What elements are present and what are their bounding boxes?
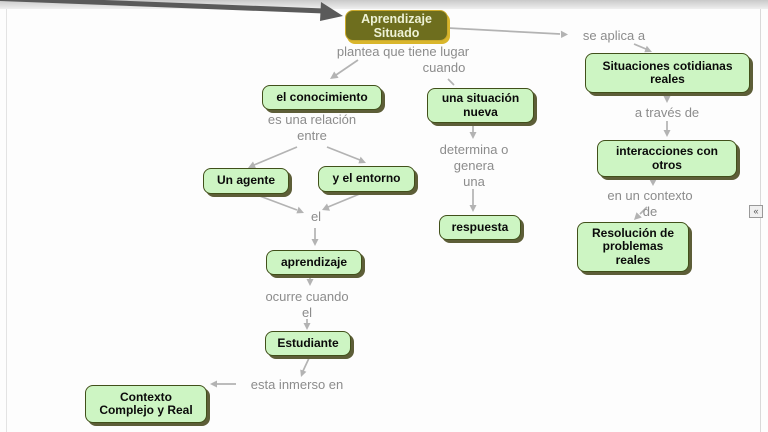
top-letterbox-bar	[0, 0, 768, 9]
node-interacciones-con-otros[interactable]: interacciones con otros	[597, 140, 737, 177]
link-label-a-traves: a través de	[634, 105, 700, 120]
node-y-el-entorno[interactable]: y el entorno	[318, 166, 415, 192]
node-el-conocimiento[interactable]: el conocimiento	[262, 85, 382, 110]
node-una-situacion-nueva[interactable]: una situación nueva	[427, 88, 534, 123]
link-label-plantea: plantea que tiene lugar	[336, 44, 470, 59]
link-label-es-una-relacion: es una relación entre	[267, 112, 357, 143]
node-respuesta[interactable]: respuesta	[439, 215, 521, 240]
link-label-se-aplica: se aplica a	[582, 28, 646, 43]
link-label-ocurre-cuando: ocurre cuando el	[265, 289, 349, 320]
node-contexto-complejo[interactable]: Contexto Complejo y Real	[85, 385, 207, 423]
link-label-en-un-contexto: en un contexto de	[607, 188, 693, 219]
link-label-el: el	[310, 209, 322, 224]
node-aprendizaje[interactable]: aprendizaje	[266, 250, 362, 275]
node-resolucion-problemas[interactable]: Resolución de problemas reales	[577, 222, 689, 272]
node-estudiante[interactable]: Estudiante	[265, 331, 351, 356]
page-left-edge	[6, 9, 7, 432]
link-label-esta-inmerso: esta inmerso en	[250, 377, 344, 392]
rewind-icon[interactable]: «	[749, 205, 763, 218]
link-label-determina: determina o genera una	[439, 142, 509, 189]
page-right-edge	[760, 9, 761, 432]
node-situaciones-cotidianas[interactable]: Situaciones cotidianas reales	[585, 53, 750, 93]
node-aprendizaje-situado[interactable]: Aprendizaje Situado	[345, 10, 448, 41]
link-label-cuando: cuando	[422, 60, 466, 75]
node-un-agente[interactable]: Un agente	[203, 168, 289, 194]
